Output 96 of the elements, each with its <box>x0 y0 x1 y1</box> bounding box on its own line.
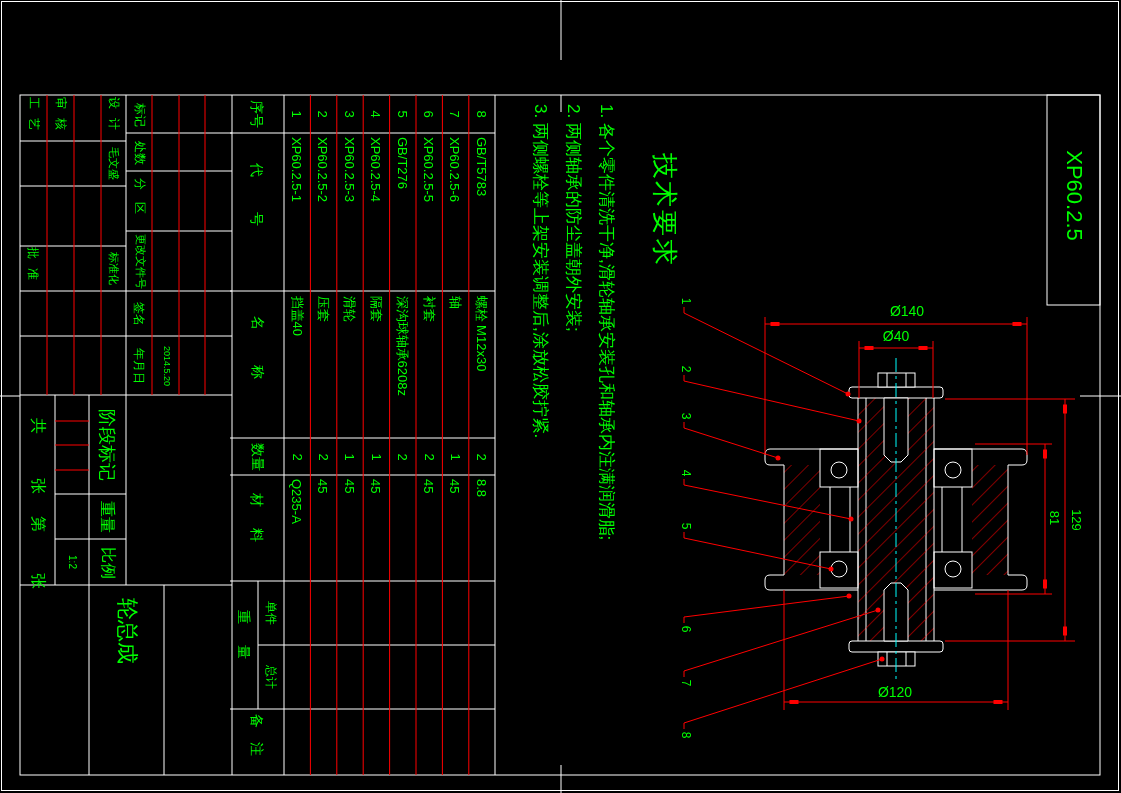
title-block-label: 张 <box>29 572 46 588</box>
title-block-label: 批准 <box>27 246 40 291</box>
dimension-text: 129 <box>1070 509 1084 531</box>
leader-line <box>683 531 834 572</box>
table-cell: 深沟球轴承6208z <box>396 295 410 396</box>
callout-number: 7 <box>680 679 692 687</box>
table-cell: 2 <box>290 452 304 461</box>
callout-number: 2 <box>680 365 692 373</box>
table-header: 名称 <box>250 315 264 414</box>
table-cell: 2 <box>475 452 489 461</box>
note: 3. 两侧螺栓等上架安装调整后,涂放松胶拧紧. <box>532 104 550 439</box>
leader-line <box>683 478 854 522</box>
table-cell: 3 <box>343 110 357 118</box>
table-cell: 2 <box>396 452 410 461</box>
callout-number: 5 <box>680 522 692 530</box>
table-cell: 45 <box>343 479 357 494</box>
title-block-label: 共 <box>29 417 46 433</box>
table-cell: 1 <box>448 452 462 461</box>
table-cell: 2 <box>316 110 330 118</box>
table-cell: 7 <box>448 110 462 118</box>
table-header: 数量 <box>250 442 264 471</box>
title-block-label: 标记 <box>133 102 146 126</box>
table-cell: XP60.2.5-4 <box>369 137 383 203</box>
table-cell: 螺栓 M12x30 <box>475 295 489 371</box>
date-text: 2014.5.20 <box>161 345 171 386</box>
title-block-label: 签名 <box>133 301 146 326</box>
table-cell: 压套 <box>316 295 330 321</box>
note: 1. 各个零件清洗干净,滑轮轴承安装孔和轴承内注满润滑脂; <box>598 104 616 541</box>
table-cell: 45 <box>448 479 462 494</box>
table-cell: XP60.2.5-5 <box>422 137 436 203</box>
dimension-text: 81 <box>1048 510 1062 526</box>
table-cell: 挡盖40 <box>290 295 304 336</box>
heading: 技术要求 <box>652 152 678 268</box>
drawing-title: 轮总成 <box>115 597 138 663</box>
leader-line <box>683 374 862 424</box>
leader-line <box>683 656 885 730</box>
callout-number: 3 <box>680 412 692 420</box>
table-header: 材料 <box>250 493 264 563</box>
title-block-label: 更改文件号 <box>134 233 145 289</box>
leader-line <box>683 306 851 397</box>
table-cell: 45 <box>369 479 383 494</box>
table-cell: 8.8 <box>475 479 489 498</box>
table-cell: GB/T5783 <box>475 137 489 197</box>
dimension-text: Ø40 <box>882 329 910 343</box>
callout-number: 1 <box>680 297 692 305</box>
table-cell: 2 <box>316 452 330 461</box>
table-cell: 1 <box>290 110 304 118</box>
table-cell: XP60.2.5-1 <box>290 137 304 203</box>
table-cell: 6 <box>422 110 436 118</box>
table-cell: 8 <box>475 110 489 118</box>
callout-number: 6 <box>680 625 692 633</box>
title-block-label: 重量 <box>99 500 116 533</box>
signature-text: 毛文盛 <box>108 147 119 180</box>
title-block-label: 处数 <box>133 140 146 164</box>
table-cell: 2 <box>422 452 436 461</box>
table-cell: 轴 <box>448 295 462 308</box>
title-block-label: 标准化 <box>108 252 119 285</box>
title-block-label: 分区 <box>133 177 146 225</box>
table-cell: 45 <box>422 479 436 494</box>
title-block-label: 设计 <box>107 96 120 140</box>
leader-line <box>683 607 881 678</box>
table-cell: 4 <box>369 110 383 118</box>
table-cell: Q235-A <box>290 479 304 524</box>
table-cell: XP60.2.5-6 <box>448 137 462 203</box>
title-block-label: 比例 <box>99 546 116 578</box>
dimension-text: Ø120 <box>877 685 913 699</box>
title-block-label: 阶段标记 <box>98 408 117 481</box>
table-cell: 隔套 <box>369 295 383 321</box>
title-block-label: 工艺 <box>27 96 40 140</box>
table-cell: 滑轮 <box>343 295 357 321</box>
table-cell: GB/T276 <box>396 137 410 190</box>
callout-number: 8 <box>680 731 692 739</box>
table-cell: 1 <box>369 452 383 461</box>
table-header: 备注 <box>250 714 264 770</box>
table-cell: XP60.2.5-3 <box>343 137 357 203</box>
drawing-number: XP60.2.5 <box>1062 149 1085 241</box>
title-block-label: 年月日 <box>133 347 146 384</box>
leader-line <box>683 593 852 624</box>
table-cell: 1 <box>343 452 357 461</box>
note: 2. 两侧轴承的防尘盖朝外安装; <box>565 104 583 332</box>
table-cell: 5 <box>396 110 410 118</box>
table-header: 单件 <box>265 601 277 625</box>
scale-text: 1:2 <box>67 555 77 569</box>
table-cell: XP60.2.5-2 <box>316 137 330 203</box>
table-header: 序号 <box>250 100 264 128</box>
table-header: 代号 <box>250 163 264 261</box>
table-cell: 衬套 <box>422 295 436 321</box>
title-block-label: 第 <box>29 515 46 531</box>
leader-line <box>683 421 781 461</box>
table-cell: 45 <box>316 479 330 494</box>
title-block-label: 张 <box>29 477 46 493</box>
callout-number: 4 <box>680 469 692 477</box>
title-block-label: 审核 <box>54 96 67 140</box>
dimension-text: Ø140 <box>889 304 925 318</box>
table-header: 总计 <box>265 665 277 689</box>
table-header: 重量 <box>237 610 251 680</box>
